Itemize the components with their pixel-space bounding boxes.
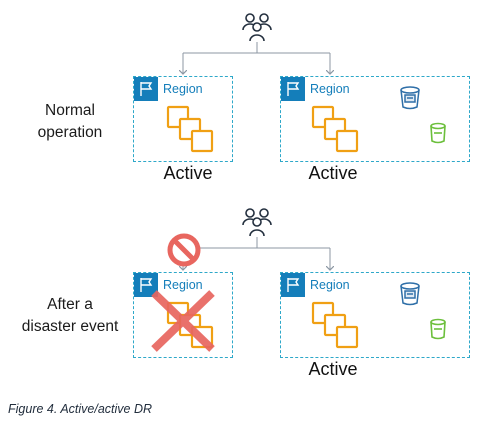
region-flag-icon (281, 77, 305, 101)
storage-bucket-icon (400, 86, 420, 110)
region-flag-icon (281, 273, 305, 297)
users-group-icon (242, 208, 272, 237)
row-label-normal-operation: Normal operation (20, 100, 120, 144)
users-group-icon (242, 13, 272, 42)
region-box-failed: Region (133, 272, 233, 358)
region-state-label: Active (163, 163, 213, 183)
region-label: Region (163, 278, 203, 292)
compute-instances-icon (311, 301, 359, 349)
storage-bucket-green-icon (430, 122, 446, 144)
row-label-line: disaster event (21, 318, 119, 335)
region-box: Region (133, 76, 233, 162)
storage-bucket-icon (400, 282, 420, 306)
row-label-line: After a (47, 296, 93, 313)
region-state-label: Active (308, 359, 358, 379)
region-box: Region (280, 76, 470, 162)
region-state-label: Active (308, 163, 358, 183)
storage-bucket-green-icon (430, 318, 446, 340)
region-flag-icon (134, 273, 158, 297)
region-box: Region (280, 272, 470, 358)
compute-instances-icon (166, 105, 214, 153)
traffic-split-top (183, 42, 330, 74)
row-label-line: operation (37, 124, 103, 141)
row-label-line: Normal (45, 102, 95, 119)
region-label: Region (310, 82, 350, 96)
traffic-split-bottom (183, 237, 330, 270)
red-x-icon (151, 290, 215, 352)
figure-caption: Figure 4. Active/active DR (8, 402, 153, 416)
region-label: Region (310, 278, 350, 292)
row-label-after-disaster: After a disaster event (8, 294, 132, 338)
region-flag-icon (134, 77, 158, 101)
compute-instances-icon (311, 105, 359, 153)
region-label: Region (163, 82, 203, 96)
prohibited-icon (167, 233, 201, 267)
